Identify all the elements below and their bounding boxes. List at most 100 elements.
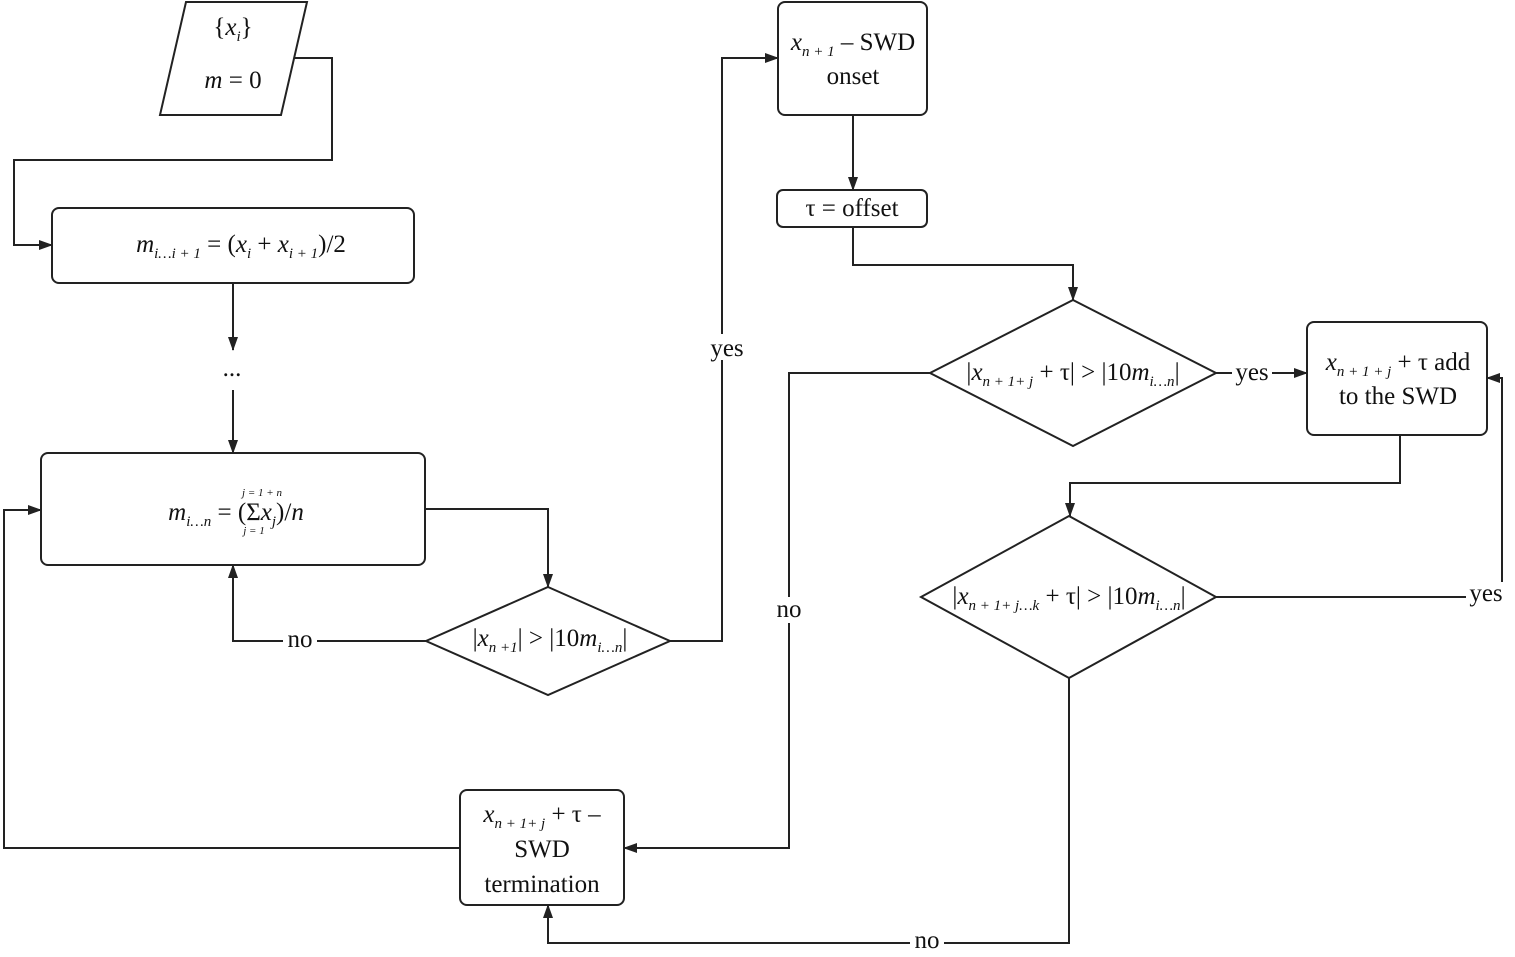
text-segment: i [247, 246, 251, 262]
text-segment: Σ [246, 499, 261, 526]
node-line: τ = offset [805, 195, 898, 222]
text-segment: x [1325, 349, 1337, 376]
text-segment: x [790, 29, 802, 56]
text-segment: | [622, 625, 627, 652]
node-text-check-onset: |xn +1| > |10mi…n| [473, 625, 628, 656]
node-line: SWD [514, 836, 570, 863]
edge-input-to-mean-pair [13, 57, 333, 250]
text-segment: termination [484, 871, 600, 898]
sum-upper-limit: j = 1 + n [240, 487, 282, 499]
edge-mean-n-to-check [425, 508, 553, 588]
text-segment: m [1137, 583, 1155, 610]
node-text-add-swd: xn + 1 + j + τ add to the SWD [1325, 349, 1471, 410]
text-segment: i [236, 29, 240, 45]
node-line: to the SWD [1339, 383, 1457, 410]
text-segment: + τ – [545, 801, 601, 828]
node-line: {xi} [213, 14, 252, 45]
node-line: xn + 1 – SWD [790, 29, 915, 60]
text-segment: + τ| > |10 [1033, 359, 1131, 386]
text-segment: x [260, 499, 272, 526]
edge-termination-loop [3, 505, 460, 849]
edge-add-to-range [1065, 435, 1401, 517]
text-segment: i…n [1150, 374, 1175, 390]
text-segment: i…i + 1 [154, 246, 201, 262]
text-segment: x [482, 801, 494, 828]
node-text-mean-pair: mi…i + 1 = (xi + xi + 1)/2 [136, 231, 346, 262]
label-onset-yes: yes [710, 335, 743, 362]
text-segment: n + 1 [802, 44, 835, 60]
node-text-ellipsis: ... [223, 355, 242, 382]
text-segment: { [213, 14, 225, 41]
node-line: termination [484, 871, 600, 898]
label-next-no: no [777, 596, 802, 623]
input-parallelogram [158, 0, 309, 116]
text-segment: i…n [597, 640, 622, 656]
text-segment: )/2 [318, 231, 346, 258]
add-swd-box [1306, 321, 1488, 436]
node-line: |xn + 1+ j + τ| > |10mi…n| [966, 359, 1179, 390]
text-segment: j [270, 514, 276, 530]
text-segment: n [291, 499, 304, 526]
text-segment: m [1131, 359, 1149, 386]
text-segment: onset [827, 63, 880, 90]
text-segment: x [224, 14, 236, 41]
text-segment: x [956, 583, 968, 610]
text-segment: | [966, 359, 971, 386]
text-segment: i…n [1156, 598, 1181, 614]
label-range-yes: yes [1469, 580, 1502, 607]
text-segment: + [251, 231, 278, 258]
text-segment: m [204, 67, 222, 94]
node-line: mi…n = (Σxj)/n [168, 499, 304, 530]
text-segment: = ( [201, 231, 236, 258]
text-segment: m [136, 231, 154, 258]
text-segment: to the SWD [1339, 383, 1457, 410]
text-segment: n + 1+ j…k [969, 598, 1040, 614]
node-line: |xn + 1+ j…k + τ| > |10mi…n| [952, 583, 1185, 614]
node-line: ... [223, 355, 242, 382]
node-line: xn + 1 + j + τ add [1325, 349, 1471, 380]
text-segment: )/ [276, 499, 291, 526]
label-range-no: no [915, 927, 940, 954]
text-segment: + τ add [1391, 349, 1470, 376]
text-segment: τ = offset [805, 195, 898, 222]
text-segment: } [241, 14, 253, 41]
check-onset-diamond [423, 585, 673, 697]
edge-offset-to-check-next [852, 227, 1078, 301]
edge-labels: no yes yes no yes no [283, 334, 1506, 956]
text-segment: x [477, 625, 489, 652]
text-segment: SWD [514, 836, 570, 863]
text-segment: m [168, 499, 186, 526]
text-segment: n + 1+ j [983, 374, 1034, 390]
text-segment: n +1 [489, 640, 518, 656]
text-segment: – SWD [835, 29, 916, 56]
text-segment: | [1175, 359, 1180, 386]
text-segment: = 0 [222, 67, 261, 94]
node-text-offset: τ = offset [805, 195, 898, 222]
node-text-check-range: |xn + 1+ j…k + τ| > |10mi…n| [952, 583, 1185, 614]
onset-box [777, 1, 928, 116]
label-onset-no: no [288, 626, 313, 653]
node-text-termination: xn + 1+ j + τ – SWD termination [482, 801, 601, 898]
node-line: |xn +1| > |10mi…n| [473, 625, 628, 656]
sum-lower-limit: j = 1 [241, 525, 264, 537]
edge-check-no [228, 564, 426, 642]
text-segment: m [579, 625, 597, 652]
text-segment: x [235, 231, 247, 258]
text-segment: ... [223, 355, 242, 382]
text-segment: | [952, 583, 957, 610]
text-segment: n + 1 + j [1337, 364, 1391, 380]
text-segment: n + 1+ j [495, 816, 546, 832]
text-segment: i + 1 [289, 246, 318, 262]
check-next-diamond [927, 298, 1219, 448]
text-segment: x [277, 231, 289, 258]
text-segment: i…n [186, 514, 211, 530]
node-line: mi…i + 1 = (xi + xi + 1)/2 [136, 231, 346, 262]
text-segment: | > |10 [518, 625, 580, 652]
node-line: m = 0 [204, 67, 261, 94]
node-text-check-next: |xn + 1+ j + τ| > |10mi…n| [966, 359, 1179, 390]
edge-range-yes [1216, 373, 1503, 598]
text-segment: | [1181, 583, 1186, 610]
text-segment: = ( [211, 499, 246, 526]
edge-range-no [543, 678, 1070, 944]
